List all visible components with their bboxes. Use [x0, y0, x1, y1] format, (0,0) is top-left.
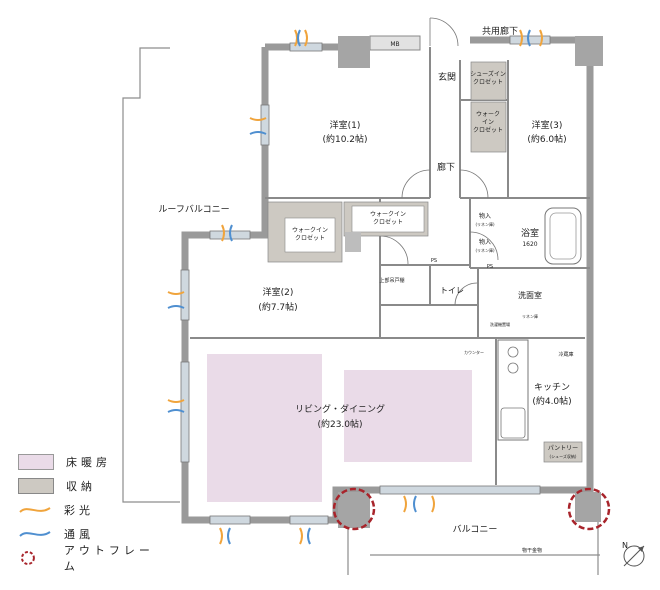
storage2-sub: (リネン庫) — [475, 247, 495, 253]
sink-box — [345, 232, 361, 252]
ps-label-1: PS — [431, 258, 437, 264]
toilet-label: トイレ — [440, 286, 464, 295]
living-size: (約23.0帖) — [317, 418, 362, 430]
balcony-label: バルコニー — [453, 524, 498, 535]
storage1-label: 物入 — [479, 212, 491, 220]
washroom-label: 洗面室 — [518, 290, 542, 300]
storage-swatch — [18, 478, 54, 494]
outframe-icon — [20, 551, 35, 565]
fridge-label: 冷蔵庫 — [558, 351, 573, 358]
roof-balcony-outline — [122, 47, 180, 503]
shoe-closet-label: シューズインクロゼット — [470, 70, 506, 86]
shelf-label: リネン庫 — [522, 313, 538, 319]
legend-outframe: アウトフレーム — [18, 544, 168, 573]
ps-label-2: PS — [487, 264, 493, 270]
legend-storage-label: 収納 — [66, 480, 96, 493]
closet-inner-c — [284, 217, 336, 253]
corridor-label: 共用廊下 — [482, 25, 518, 37]
interior-walls — [190, 47, 590, 485]
legend-wind: 通風 — [18, 522, 168, 546]
living-label: リビング・ダイニング — [295, 403, 385, 415]
kitchen-label: キッチン — [534, 382, 570, 393]
pantry-label: パントリー — [548, 445, 578, 452]
legend-light: 彩光 — [18, 498, 168, 522]
outframe-markers — [332, 487, 611, 531]
floor-heating-swatch — [18, 454, 54, 470]
columns — [338, 36, 603, 528]
washer-label: 洗濯機置場 — [490, 321, 510, 327]
room1-size: (約10.2帖) — [322, 133, 367, 145]
room1-label: 洋室(1) — [330, 119, 361, 131]
counter-label: カウンター — [464, 349, 484, 355]
hallway-label: 廊下 — [437, 161, 455, 173]
closet-inner-b — [351, 205, 425, 233]
bathtub — [544, 207, 582, 265]
north-compass: N — [622, 541, 645, 567]
pantry-sub: (シューズ収納) — [550, 453, 577, 459]
legend-outframe-label: アウトフレーム — [63, 544, 154, 573]
legend-light-label: 彩光 — [64, 504, 94, 517]
laundry-hanger-label: 物干金物 — [522, 547, 542, 554]
balcony-outline — [347, 522, 600, 575]
light-indicators — [167, 29, 543, 545]
light-icon — [19, 507, 51, 513]
walkin-closet-c-label: ウォークインクロゼット — [292, 226, 328, 242]
wind-indicators — [167, 29, 531, 545]
bathtub-inner — [549, 212, 577, 260]
room2-size: (約7.7帖) — [258, 301, 297, 313]
legend-floor-heating-label: 床暖房 — [66, 456, 111, 469]
kitchen-size: (約4.0帖) — [532, 395, 571, 407]
room3-size: (約6.0帖) — [527, 133, 566, 145]
legend-storage: 収納 — [18, 474, 168, 498]
walkin-closet-b-label: ウォークインクロゼット — [370, 210, 406, 226]
mb-label: MB — [390, 41, 399, 48]
kitchen-counter — [497, 339, 529, 441]
room-labels: 共用廊下 MB 玄関 洋室(1) (約10.2帖) 洋室(3) (約6.0帖) … — [158, 25, 571, 554]
legend-wind-label: 通風 — [64, 528, 94, 541]
storage-toilet-label: 上部吊戸棚 — [379, 277, 404, 284]
room2-label: 洋室(2) — [263, 286, 294, 298]
storage2-label: 物入 — [479, 238, 491, 246]
storage1-sub: (リネン庫) — [475, 221, 495, 227]
stove-burners — [507, 346, 519, 374]
roof-balcony-label: ルーフバルコニー — [158, 204, 229, 215]
kitchen-sink — [500, 407, 526, 439]
wind-icon — [19, 531, 51, 537]
room3-label: 洋室(3) — [532, 119, 563, 131]
north-label: N — [622, 541, 628, 550]
small-labels: シューズインクロゼット ウォークインクロゼット ウォークインクロゼット ウォーク… — [292, 70, 578, 459]
walkin-closet-a-label: ウォークインクロゼット — [473, 110, 503, 134]
bath-size: 1620 — [522, 241, 537, 248]
legend-floor-heating: 床暖房 — [18, 450, 168, 474]
bathroom-label: 浴室 — [521, 227, 539, 239]
entrance-label: 玄関 — [438, 71, 456, 83]
floor-heating-areas — [207, 354, 472, 502]
legend: 床暖房 収納 彩光 通風 アウトフレーム — [18, 450, 168, 573]
